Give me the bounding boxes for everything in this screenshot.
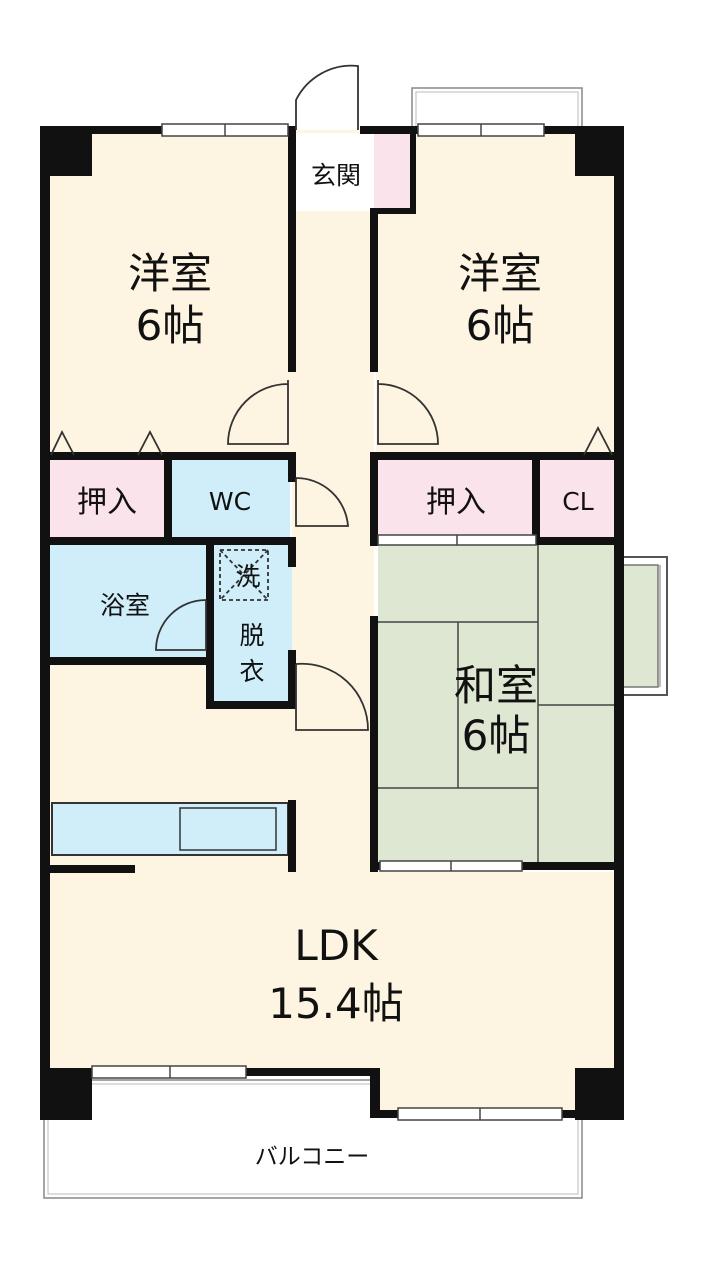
doors [50, 64, 613, 731]
western-room-left-size: 6帖 [136, 301, 205, 350]
wash-label: 洗 [235, 562, 260, 591]
dressing-label-line2: 衣 [239, 657, 264, 686]
western-room-right-size: 6帖 [466, 301, 535, 350]
wc-label: WC [209, 487, 251, 516]
japanese-room-size: 6帖 [462, 711, 531, 760]
ldk-size: 15.4帖 [268, 979, 404, 1028]
entrance-label: 玄関 [311, 161, 361, 190]
dressing-label-line1: 脱 [239, 621, 264, 650]
japanese-room-name: 和室 [454, 661, 538, 710]
western-room-right-name: 洋室 [458, 249, 542, 298]
windows [91, 123, 563, 1121]
cl-label: CL [562, 487, 593, 516]
balcony-label: バルコニー [255, 1144, 370, 1170]
bath-label: 浴室 [100, 591, 150, 620]
ldk-name: LDK [294, 921, 379, 970]
floor-fills [48, 130, 616, 1112]
kitchen-counter [51, 802, 289, 856]
western-room-left-name: 洋室 [128, 249, 212, 298]
closet-left-label: 押入 [77, 485, 137, 520]
tatami-lines [378, 545, 616, 865]
closet-right-label: 押入 [426, 485, 486, 520]
